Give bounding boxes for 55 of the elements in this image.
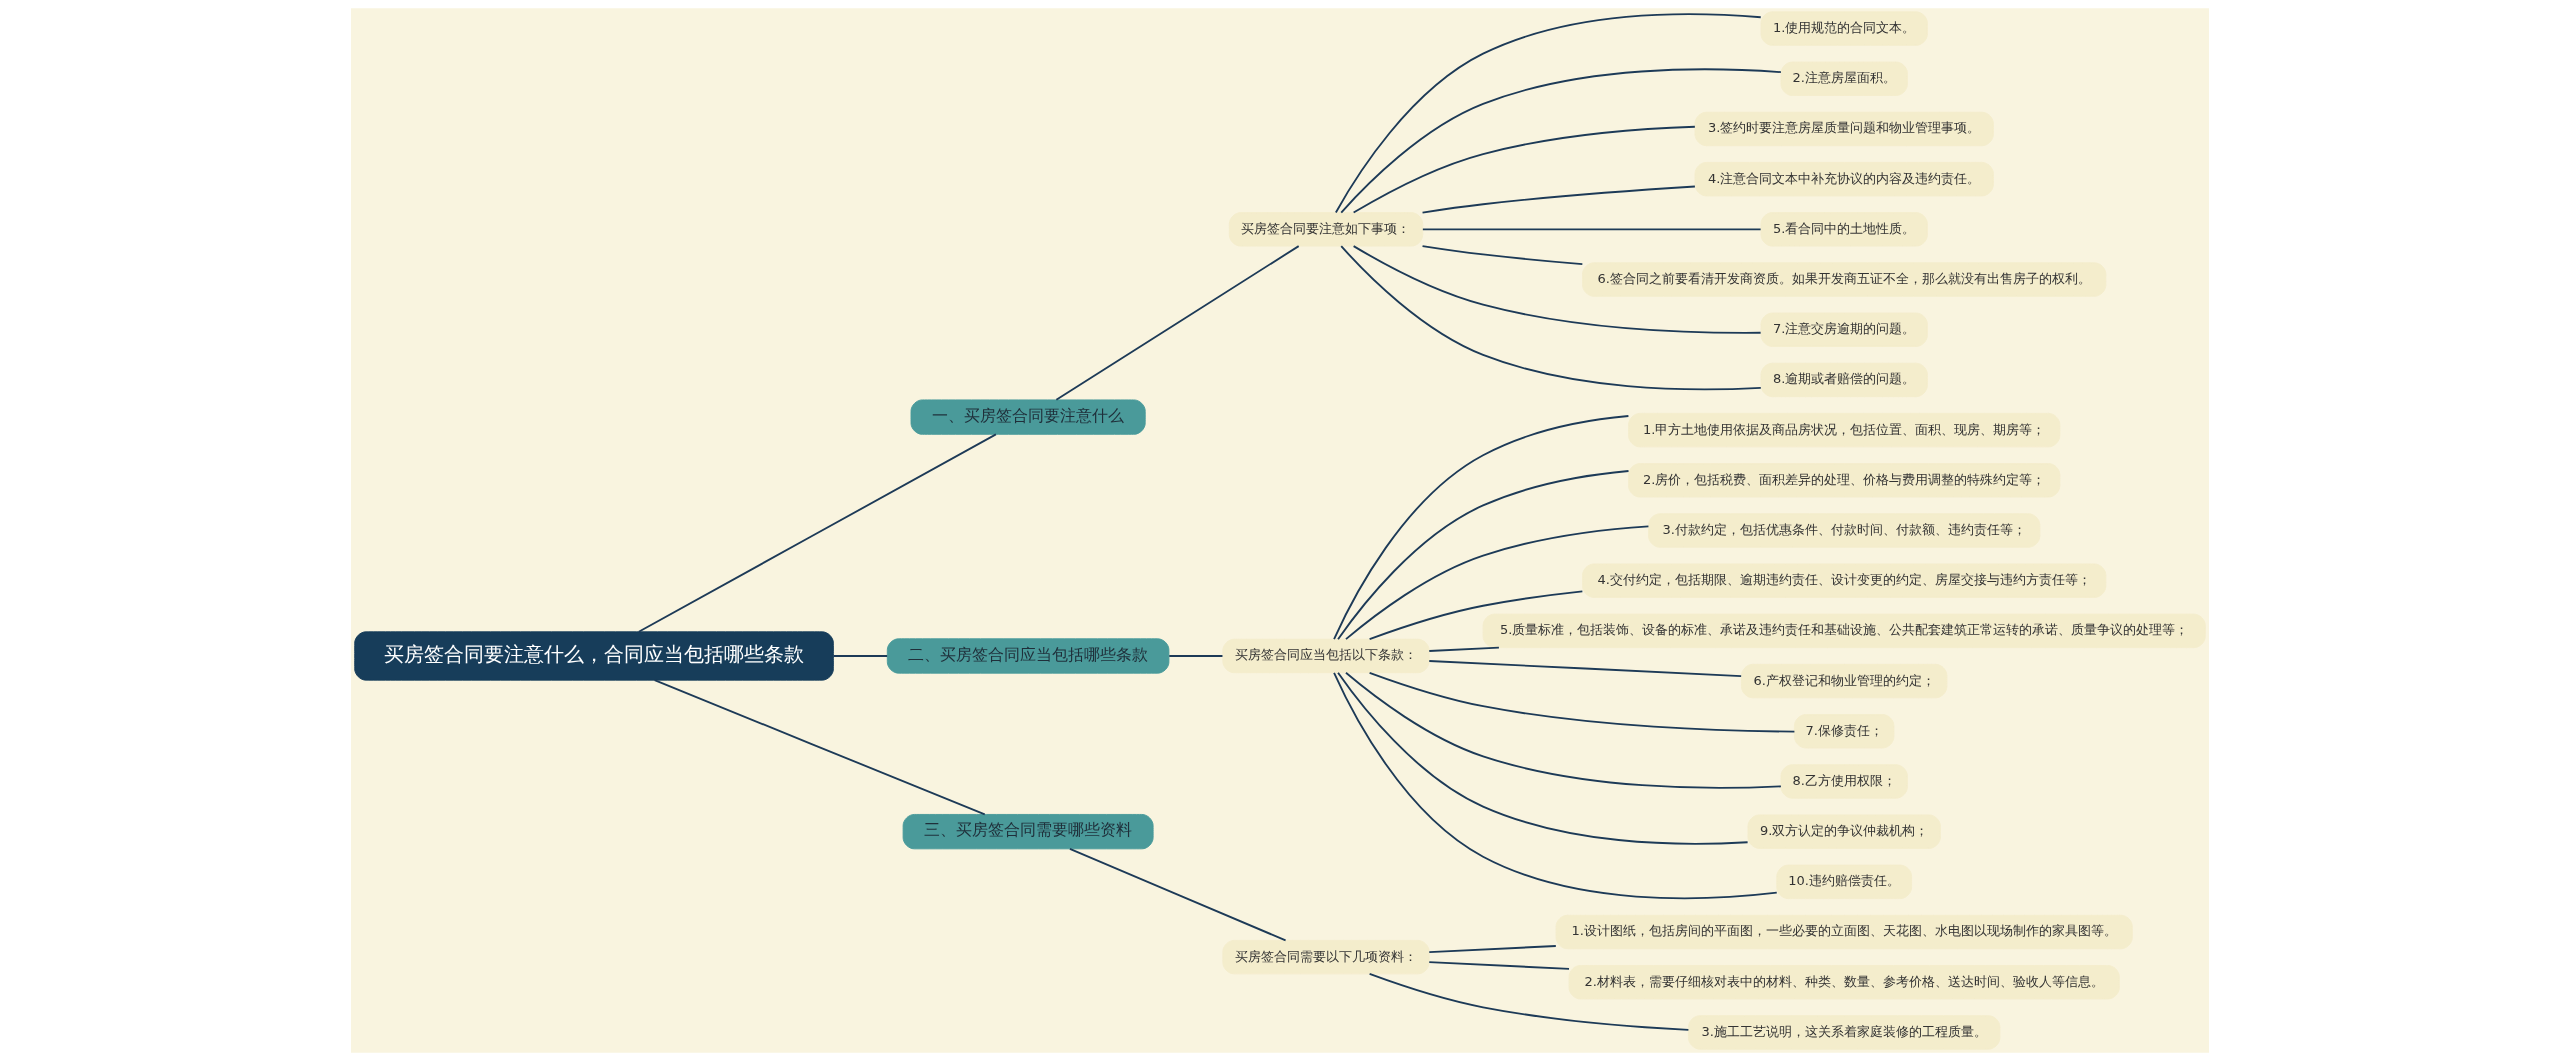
node-box: 8.乙方使用权限；: [1780, 764, 1908, 799]
connector: [1340, 68, 1782, 214]
node-box: 一、买房签合同要注意什么: [910, 399, 1146, 435]
node-box: 5.质量标准，包括装饰、设备的标准、承诺及违约责任和基础设施、公共配套建筑正常运转的承诺、质量争议的处理等；: [1482, 613, 2206, 649]
connector: [1368, 671, 1796, 733]
node-box: 5.看合同中的土地性质。: [1760, 212, 1928, 247]
connector: [1168, 655, 1224, 657]
node-box: 买房签合同要注意什么，合同应当包括哪些条款: [354, 631, 834, 681]
node-box: 7.保修责任；: [1794, 714, 1895, 749]
connector: [1421, 185, 1696, 214]
connector: [1340, 245, 1762, 391]
connector: [1334, 13, 1762, 214]
node-box: 3.施工工艺说明，这关系着家庭装修的工程质量。: [1688, 1015, 2001, 1050]
connector: [1333, 671, 1778, 900]
connector: [1352, 245, 1762, 334]
connector: [653, 679, 986, 816]
connector: [1368, 973, 1690, 1031]
connector: [1428, 961, 1570, 970]
node-box: 9.双方认定的争议仲裁机构；: [1747, 814, 1941, 849]
connector: [1428, 646, 1500, 652]
connector: [1352, 125, 1696, 214]
connector: [1345, 525, 1650, 641]
connector: [1337, 470, 1630, 641]
connector: [1068, 848, 1287, 942]
node-box: 1.甲方土地使用依据及商品房状况，包括位置、面积、现房、期房等；: [1628, 412, 2061, 448]
node-box: 3.签约时要注意房屋质量问题和物业管理事项。: [1694, 111, 1994, 147]
node-box: 4.注意合同文本中补充协议的内容及违约责任。: [1694, 161, 1994, 197]
node-box: 买房签合同要注意如下事项：: [1228, 212, 1424, 247]
connector: [637, 433, 997, 633]
node-box: 买房签合同需要以下几项资料：: [1222, 939, 1430, 975]
connector: [1428, 660, 1743, 678]
node-box: 2.材料表，需要仔细核对表中的材料、种类、数量、参考价格、送达时间、验收人等信息。: [1568, 965, 2120, 1000]
connector: [832, 655, 889, 657]
connector: [1421, 245, 1584, 266]
node-box: 2.房价，包括税费、面积差异的处理、价格与费用调整的特殊约定等；: [1628, 463, 2061, 498]
node-box: 6.签合同之前要看清开发商资质。如果开发商五证不全，那么就没有出售房子的权利。: [1582, 262, 2107, 297]
node-box: 4.交付约定，包括期限、逾期违约责任、设计变更的约定、房屋交接与违约方责任等；: [1582, 563, 2107, 598]
connector: [1421, 228, 1762, 231]
node-box: 1.使用规范的合同文本。: [1760, 11, 1928, 46]
node-box: 三、买房签合同需要哪些资料: [902, 814, 1154, 850]
connector: [1333, 415, 1630, 641]
node-box: 7.注意交房逾期的问题。: [1760, 312, 1928, 347]
connector: [1368, 590, 1584, 641]
node-box: 2.注意房屋面积。: [1780, 61, 1908, 96]
node-box: 6.产权登记和物业管理的约定；: [1741, 663, 1948, 699]
node-box: 10.违约赔偿责任。: [1776, 864, 1913, 900]
node-box: 3.付款约定，包括优惠条件、付款时间、付款额、违约责任等；: [1648, 513, 2041, 548]
connector: [1055, 245, 1300, 401]
node-box: 二、买房签合同应当包括哪些条款: [886, 638, 1170, 674]
connector: [1345, 671, 1782, 789]
connector: [1337, 671, 1749, 845]
connector: [1428, 945, 1557, 954]
node-box: 8.逾期或者赔偿的问题。: [1760, 362, 1928, 398]
node-box: 1.设计图纸，包括房间的平面图，一些必要的立面图、天花图、水电图以现场制作的家具图等。: [1555, 914, 2133, 950]
node-box: 买房签合同应当包括以下条款：: [1222, 638, 1430, 674]
